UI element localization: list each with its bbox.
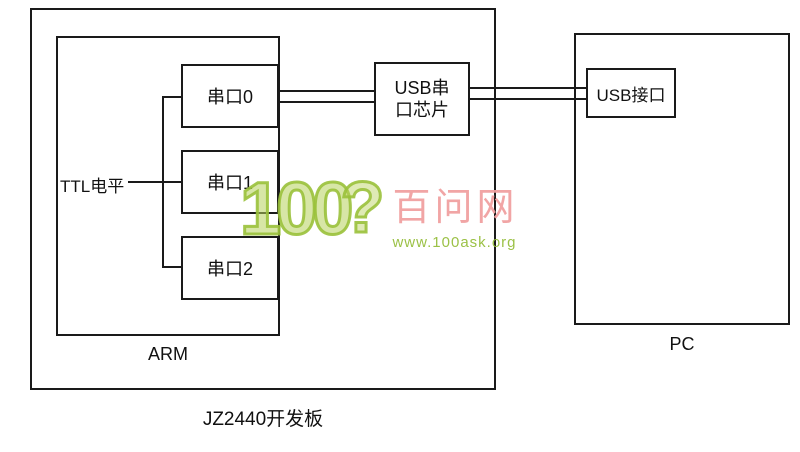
usb-port-box: USB接口 [586, 68, 676, 118]
ttl-bracket-middle-tick [162, 181, 181, 183]
chip-to-pc-connection [470, 87, 586, 100]
usb-chip-label-line2: 口芯片 [395, 100, 449, 120]
ttl-label-connector-line [128, 181, 162, 183]
ttl-bracket-bottom-tick [162, 266, 181, 268]
serial-port-2-label: 串口2 [206, 259, 253, 279]
usb-port-label: USB接口 [596, 85, 666, 105]
serial-to-chip-connection [279, 90, 375, 103]
serial-port-2-box: 串口2 [181, 236, 279, 300]
arm-label: ARM [148, 344, 188, 364]
jz2440-board-box [30, 8, 496, 390]
arm-box [56, 36, 280, 336]
serial-port-1-label: 串口1 [206, 173, 253, 193]
board-label: JZ2440开发板 [202, 409, 324, 430]
pc-label: PC [669, 334, 695, 354]
serial-port-0-label: 串口0 [206, 87, 253, 107]
serial-port-1-box: 串口1 [181, 150, 279, 214]
ttl-bracket-top-tick [162, 96, 181, 98]
usb-serial-chip-box: USB串 口芯片 [374, 62, 470, 136]
pc-box [574, 33, 790, 325]
usb-chip-label-line1: USB串 [394, 77, 450, 98]
serial-port-0-box: 串口0 [181, 64, 279, 128]
ttl-level-label: TTL电平 [60, 177, 125, 196]
